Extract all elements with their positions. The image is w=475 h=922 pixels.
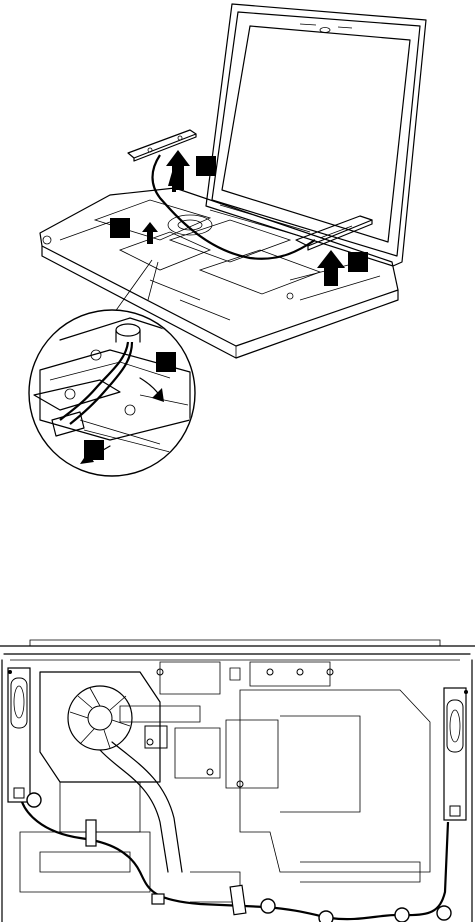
cable-clip-marker [261, 899, 275, 913]
up-arrow-icon [317, 250, 345, 286]
speaker-removal-illustration [0, 0, 475, 490]
step-badge [348, 252, 368, 272]
cooling-fan [40, 672, 160, 782]
cable-clip-marker [27, 793, 41, 807]
cable-connector [152, 894, 164, 904]
heatpipe [100, 742, 182, 872]
up-arrow-icon [142, 222, 158, 244]
up-arrow-icon [166, 150, 190, 192]
step-badge [196, 156, 216, 176]
left-speaker [128, 130, 196, 161]
step-badge [156, 352, 176, 372]
cable-routing-illustration [0, 632, 475, 922]
cable-clip-marker [437, 906, 451, 920]
laptop-display-lid [206, 4, 426, 266]
cable-clip-marker [319, 911, 333, 922]
cable-tape [230, 885, 246, 914]
right-speaker-top-view [444, 688, 468, 820]
step-badge [110, 218, 130, 238]
detail-magnifier [29, 310, 195, 476]
cable-tape [86, 820, 96, 846]
cable-clip-marker [395, 908, 409, 922]
system-board-components [20, 662, 430, 902]
left-speaker-top-view [8, 668, 30, 802]
base-frame [0, 640, 475, 922]
step-badge [84, 440, 104, 460]
